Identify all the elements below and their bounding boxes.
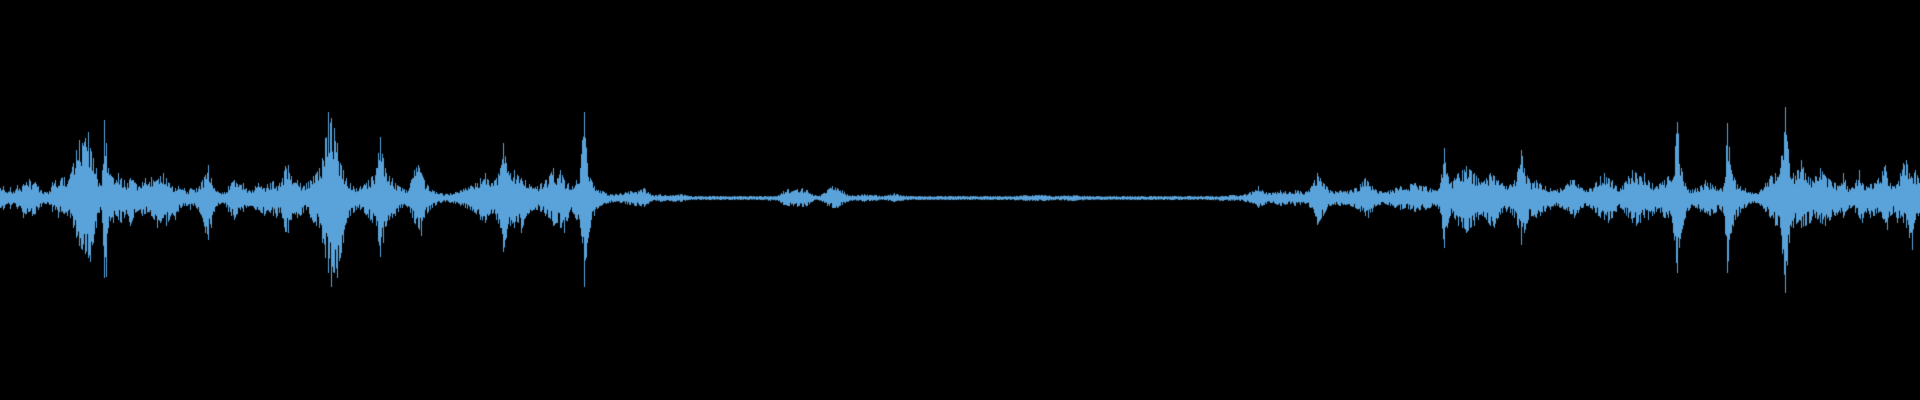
waveform-panel bbox=[0, 0, 1920, 400]
audio-waveform-canvas[interactable] bbox=[0, 0, 1920, 400]
